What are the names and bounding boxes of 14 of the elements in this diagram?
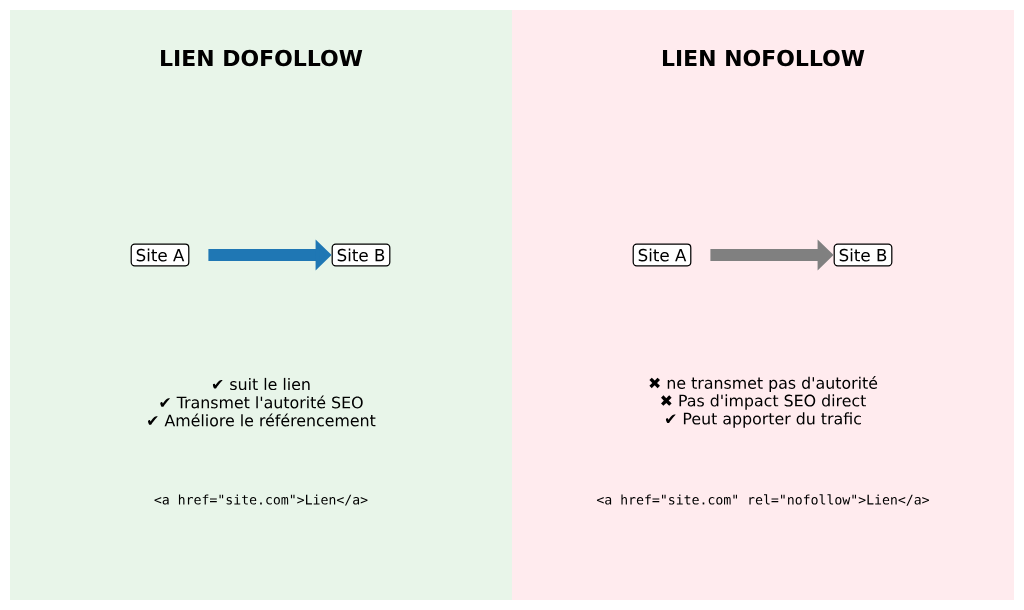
site-box: Site A — [632, 243, 692, 267]
code-snippet: <a href="site.com">Lien</a> — [154, 494, 368, 506]
bullet-point: ✖ Pas d'impact SEO direct — [661, 394, 866, 410]
site-box: Site B — [331, 243, 391, 267]
bullet-point: ✖ ne transmet pas d'autorité — [649, 376, 878, 392]
bullet-point: ✔ Transmet l'autorité SEO — [160, 395, 363, 409]
bullet-point: ✔ suit le lien — [212, 377, 310, 391]
panel-title: LIEN NOFOLLOW — [663, 49, 865, 67]
site-box: Site B — [833, 243, 893, 267]
panel-title: LIEN DOFOLLOW — [161, 49, 363, 67]
bullet-point: ✔ Améliore le référencement — [148, 413, 376, 427]
code-snippet: <a href="site.com" rel="nofollow">Lien</a> — [596, 494, 930, 506]
site-box: Site A — [130, 243, 190, 267]
bullet-point: ✔ Peut apporter du trafic — [665, 412, 861, 428]
